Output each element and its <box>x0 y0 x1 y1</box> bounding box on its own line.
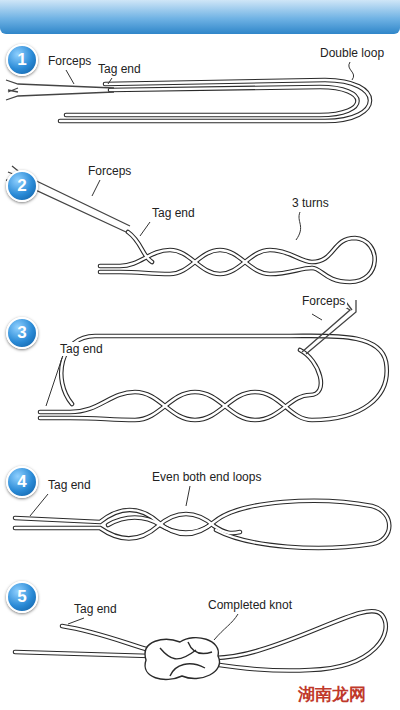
step-number-circle: 3 <box>6 317 38 349</box>
part-label: Tag end <box>46 478 93 492</box>
part-label: Even both end loops <box>150 470 263 484</box>
step-number: 1 <box>17 50 26 70</box>
watermark: 湖南龙网 <box>296 684 368 704</box>
step-number: 2 <box>17 176 26 196</box>
part-label: Forceps <box>300 294 347 308</box>
header-bar <box>0 0 400 34</box>
part-label: Completed knot <box>206 598 294 612</box>
part-label: Tag end <box>96 62 143 76</box>
step-number: 3 <box>17 323 26 343</box>
part-label: Forceps <box>86 164 133 178</box>
step-number: 5 <box>17 587 26 607</box>
part-label: Tag end <box>72 602 119 616</box>
step-number-circle: 4 <box>6 466 38 498</box>
step-number: 4 <box>17 472 26 492</box>
part-label: Tag end <box>58 342 105 356</box>
part-label: Tag end <box>150 206 197 220</box>
step-number-circle: 1 <box>6 44 38 76</box>
part-label: 3 turns <box>290 196 331 210</box>
part-label: Forceps <box>46 54 93 68</box>
part-label: Double loop <box>318 46 386 60</box>
step-number-circle: 2 <box>6 170 38 202</box>
step-number-circle: 5 <box>6 581 38 613</box>
